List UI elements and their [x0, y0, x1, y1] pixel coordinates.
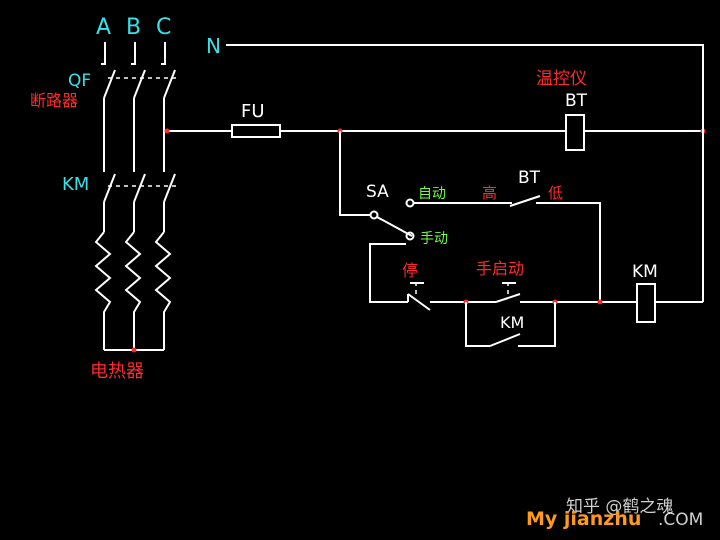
km-coil-label: KM: [632, 262, 658, 282]
heater-elements: [94, 231, 172, 353]
zhihu-watermark: 知乎 @鹤之魂: [566, 497, 673, 517]
high-label: 高: [482, 184, 497, 202]
auto-label: 自动: [418, 186, 446, 202]
site-watermark-suffix: .COM: [658, 510, 703, 530]
bt-contact-label: BT: [518, 168, 541, 188]
bt-coil-label: BT: [565, 91, 588, 111]
site-watermark: My jianzhu: [526, 508, 641, 530]
low-label: 低: [548, 184, 563, 202]
phase-c-label: C: [156, 15, 171, 40]
km-main-label: KM: [62, 174, 89, 195]
heater-label: 电热器: [90, 361, 144, 382]
phase-b-label: B: [126, 15, 141, 40]
neutral-label: N: [206, 34, 221, 58]
manual-label: 手动: [420, 231, 448, 247]
km-aux-label: KM: [500, 313, 524, 332]
fuse-label: FU: [241, 101, 265, 122]
temp-controller-label: 温控仪: [536, 69, 587, 89]
control-circuit: [164, 44, 706, 347]
breaker-label: 断路器: [30, 91, 78, 110]
three-phase-lines: [101, 42, 178, 232]
phase-a-label: A: [96, 15, 111, 40]
manual-start-label: 手启动: [476, 259, 524, 278]
stop-label: 停: [402, 261, 418, 280]
qf-label: QF: [68, 71, 91, 91]
sa-label: SA: [366, 182, 389, 202]
